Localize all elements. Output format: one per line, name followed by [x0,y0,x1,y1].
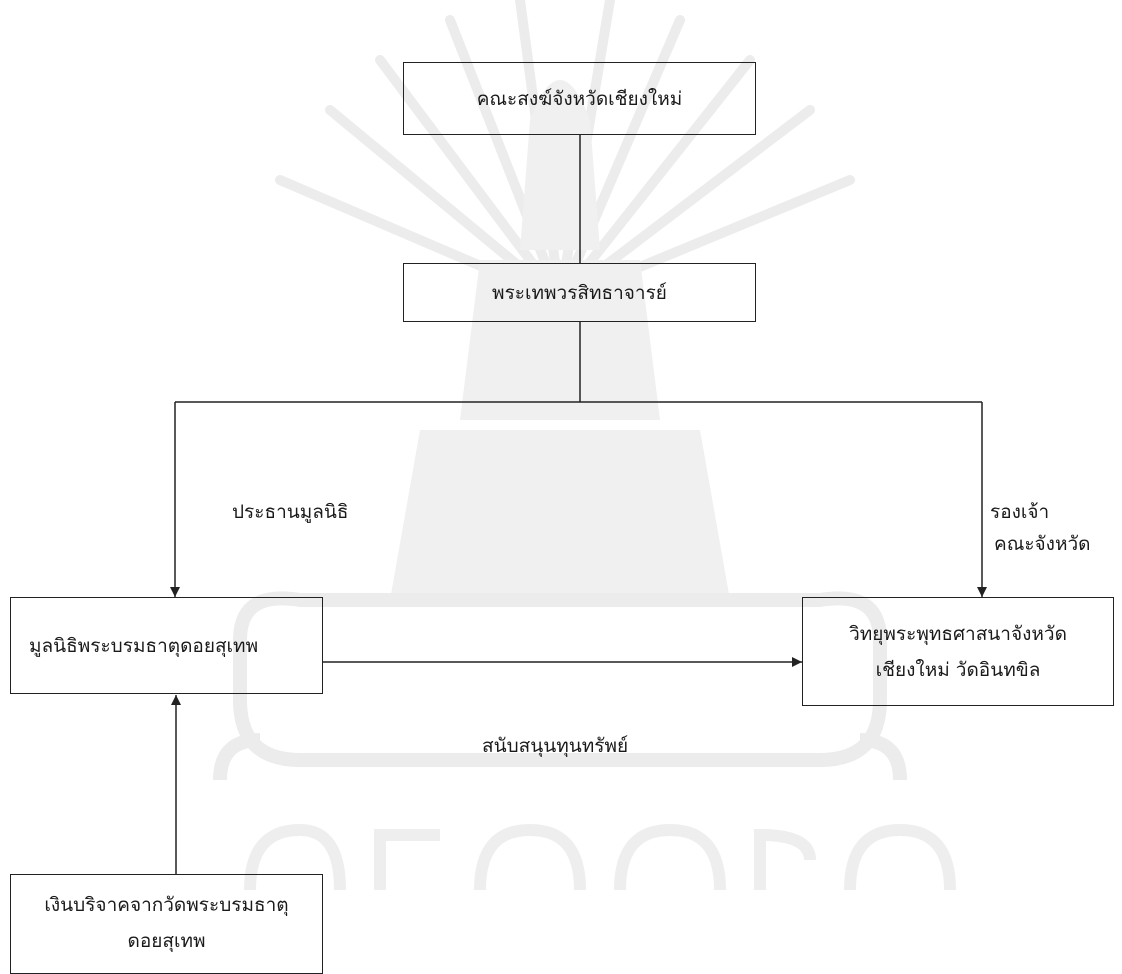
node-phra-label: พระเทพวรสิทธาจารย์ [492,281,667,304]
node-donation-line2: ดอยสุเทพ [127,930,206,952]
edge-label-financial-support: สนับสนุนทุนทรัพย์ [482,730,628,762]
node-sangha-committee-label: คณะสงฆ์จังหวัดเชียงใหม่ [476,87,683,110]
edge-label-chairman-text: ประธานมูลนิธิ [232,501,349,523]
node-phra-thepworasitthachan: พระเทพวรสิทธาจารย์ [403,263,756,322]
node-radio-line2: เชียงใหม่ วัดอินทขิล [875,658,1041,681]
node-donation: เงินบริจาคจากวัดพระบรมธาตุ ดอยสุเทพ [10,874,323,974]
edge-label-support-text: สนับสนุนทุนทรัพย์ [482,735,629,757]
node-foundation: มูลนิธิพระบรมธาตุดอยสุเทพ [10,597,323,694]
edge-label-foundation-chairman: ประธานมูลนิธิ [232,496,348,528]
node-foundation-label: มูลนิธิพระบรมธาตุดอยสุเทพ [29,634,259,657]
edge-label-deputy-line2: คณะจังหวัด [994,533,1091,555]
edge-label-deputy: รองเจ้า คณะจังหวัด [990,496,1090,560]
node-sangha-committee: คณะสงฆ์จังหวัดเชียงใหม่ [403,62,756,135]
edge-label-deputy-line1: รองเจ้า [990,501,1050,523]
node-radio-line1: วิทยุพระพุทธศาสนาจังหวัด [849,622,1067,645]
node-donation-line1: เงินบริจาคจากวัดพระบรมธาตุ [44,894,289,916]
node-radio-station: วิทยุพระพุทธศาสนาจังหวัด เชียงใหม่ วัดอิ… [802,597,1114,706]
